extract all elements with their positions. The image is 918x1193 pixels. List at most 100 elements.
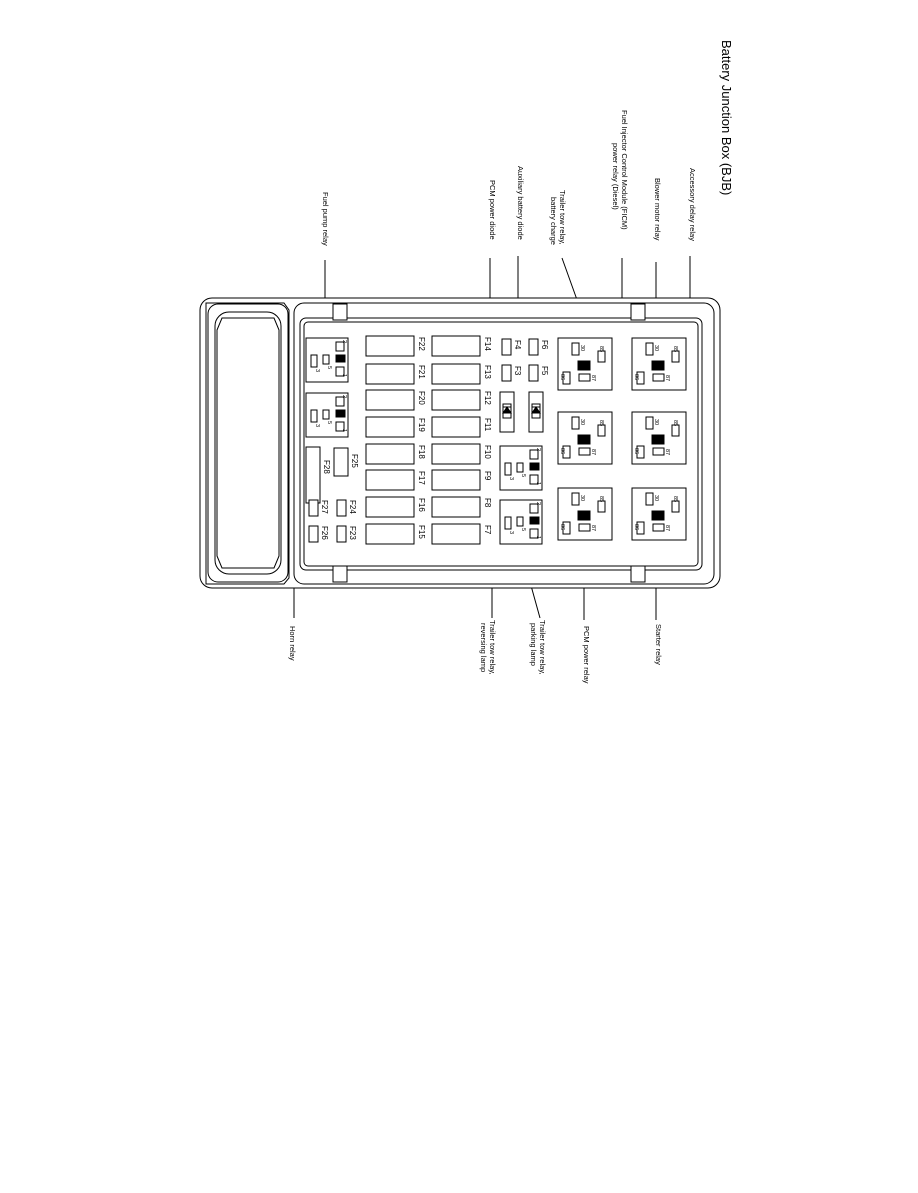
pin-30-label: 30	[653, 419, 659, 425]
bjb-lid	[207, 303, 289, 583]
fuse-f20	[365, 389, 415, 411]
pin-85-label: 85	[672, 496, 678, 502]
pin-1-label: 1	[535, 536, 541, 539]
pin-5-label: 5	[326, 421, 332, 424]
callout-horn-relay: Horn relay	[288, 626, 297, 661]
pin-30-label: 30	[653, 345, 659, 351]
pin-87-label: 87	[590, 375, 596, 381]
pin-85-label: 85	[598, 346, 604, 352]
pin-2-label: 2	[535, 502, 541, 505]
relay-blower-motor: 85 30 87 86	[631, 337, 687, 391]
diode-auxiliary-battery	[528, 391, 544, 433]
pin-87-label: 87	[664, 375, 670, 381]
pin-87-label: 87	[664, 525, 670, 531]
pin-30-label: 30	[579, 345, 585, 351]
pin-85-label: 85	[672, 420, 678, 426]
pin-2-label: 2	[341, 395, 347, 398]
pin-3-label: 3	[314, 369, 320, 372]
fuse-f24	[336, 499, 347, 517]
fuse-f21	[365, 363, 415, 385]
fuse-f18	[365, 443, 415, 465]
callout-fuel-pump-relay: Fuel pump relay	[321, 192, 330, 246]
fuse-label-f13: F13	[483, 365, 492, 379]
fuse-f27	[308, 499, 319, 517]
fuse-label-f8: F8	[483, 498, 492, 508]
fuse-label-f7: F7	[483, 525, 492, 535]
fuse-f17	[365, 469, 415, 491]
pin-86-label: 86	[633, 374, 639, 380]
pin-3-label: 3	[314, 424, 320, 427]
callout-ficm-power-relay: Fuel Injector Control Module (FICM) powe…	[611, 110, 629, 232]
pin-2-label: 2	[341, 340, 347, 343]
pin-87-label: 87	[590, 525, 596, 531]
fuse-f12	[431, 389, 481, 411]
diode-pcm-power	[499, 391, 515, 433]
pin-5-label: 5	[520, 528, 526, 531]
large-relays: 8530878685308786853087868530878685308786…	[557, 337, 687, 541]
pin-87-label: 87	[590, 449, 596, 455]
pin-2-label: 2	[535, 448, 541, 451]
pin-3-label: 3	[508, 477, 514, 480]
callout-accessory-delay-relay: Accessory delay relay	[688, 168, 697, 241]
fuse-label-f21: F21	[417, 365, 426, 379]
fuse-label-f26: F26	[320, 526, 329, 540]
fuse-f5	[528, 364, 539, 382]
pin-85-label: 85	[598, 496, 604, 502]
pin-86-label: 86	[559, 448, 565, 454]
fuse-f3	[501, 364, 512, 382]
pin-5-label: 5	[326, 366, 332, 369]
fuse-label-f23: F23	[348, 526, 357, 540]
diagram-title: Battery Junction Box (BJB)	[719, 40, 734, 195]
pin-85-label: 85	[672, 346, 678, 352]
fuse-label-f19: F19	[417, 418, 426, 432]
pin-86-label: 86	[559, 524, 565, 530]
fuse-label-f15: F15	[417, 525, 426, 539]
fuse-label-f6: F6	[540, 340, 549, 350]
pin-1-label: 1	[341, 374, 347, 377]
fuse-f10	[431, 443, 481, 465]
fuse-f7	[431, 523, 481, 545]
fuse-label-f28: F28	[322, 460, 331, 474]
callout-pcm-power-relay: PCM power relay	[582, 626, 591, 684]
bjb-body	[293, 302, 715, 585]
relay-pcm-power: 85 30 87 86	[557, 487, 613, 541]
fuse-label-f27: F27	[320, 500, 329, 514]
callout-pcm-power-diode: PCM power diode	[488, 180, 497, 240]
pin-86-label: 86	[633, 448, 639, 454]
fuse-f13	[431, 363, 481, 385]
fuse-label-f17: F17	[417, 471, 426, 485]
relay-ficm-power: 85 30 87 86	[557, 411, 613, 465]
fuse-f15	[365, 523, 415, 545]
pin-85-label: 85	[598, 420, 604, 426]
relay-trailer-tow-parking-lamp: 2 1 5 3	[499, 499, 543, 545]
fuse-label-f24: F24	[348, 500, 357, 514]
fuse-label-f16: F16	[417, 498, 426, 512]
pin-3-label: 3	[508, 531, 514, 534]
fuse-label-f11: F11	[483, 418, 492, 432]
pin-30-label: 30	[579, 419, 585, 425]
fuse-f14	[431, 335, 481, 357]
fuse-label-f5: F5	[540, 366, 549, 376]
callout-blower-motor-relay: Blower motor relay	[653, 178, 662, 241]
pin-30-label: 30	[579, 495, 585, 501]
fuse-f19	[365, 416, 415, 438]
fuse-f11	[431, 416, 481, 438]
fuse-label-f3: F3	[513, 366, 522, 376]
fuse-label-f9: F9	[483, 471, 492, 481]
fuse-f8	[431, 496, 481, 518]
fuse-label-f10: F10	[483, 445, 492, 459]
callout-auxiliary-battery-diode: Auxiliary battery diode	[516, 166, 525, 240]
fuse-f16	[365, 496, 415, 518]
fuse-label-f14: F14	[483, 337, 492, 351]
callout-starter-relay: Starter relay	[654, 624, 663, 665]
fuse-label-f18: F18	[417, 445, 426, 459]
fuse-f28	[305, 446, 321, 504]
pin-87-label: 87	[664, 449, 670, 455]
fuse-label-f20: F20	[417, 391, 426, 405]
callout-trailer-tow-reversing-lamp: Trailer tow relay, reversing lamp	[479, 620, 497, 677]
